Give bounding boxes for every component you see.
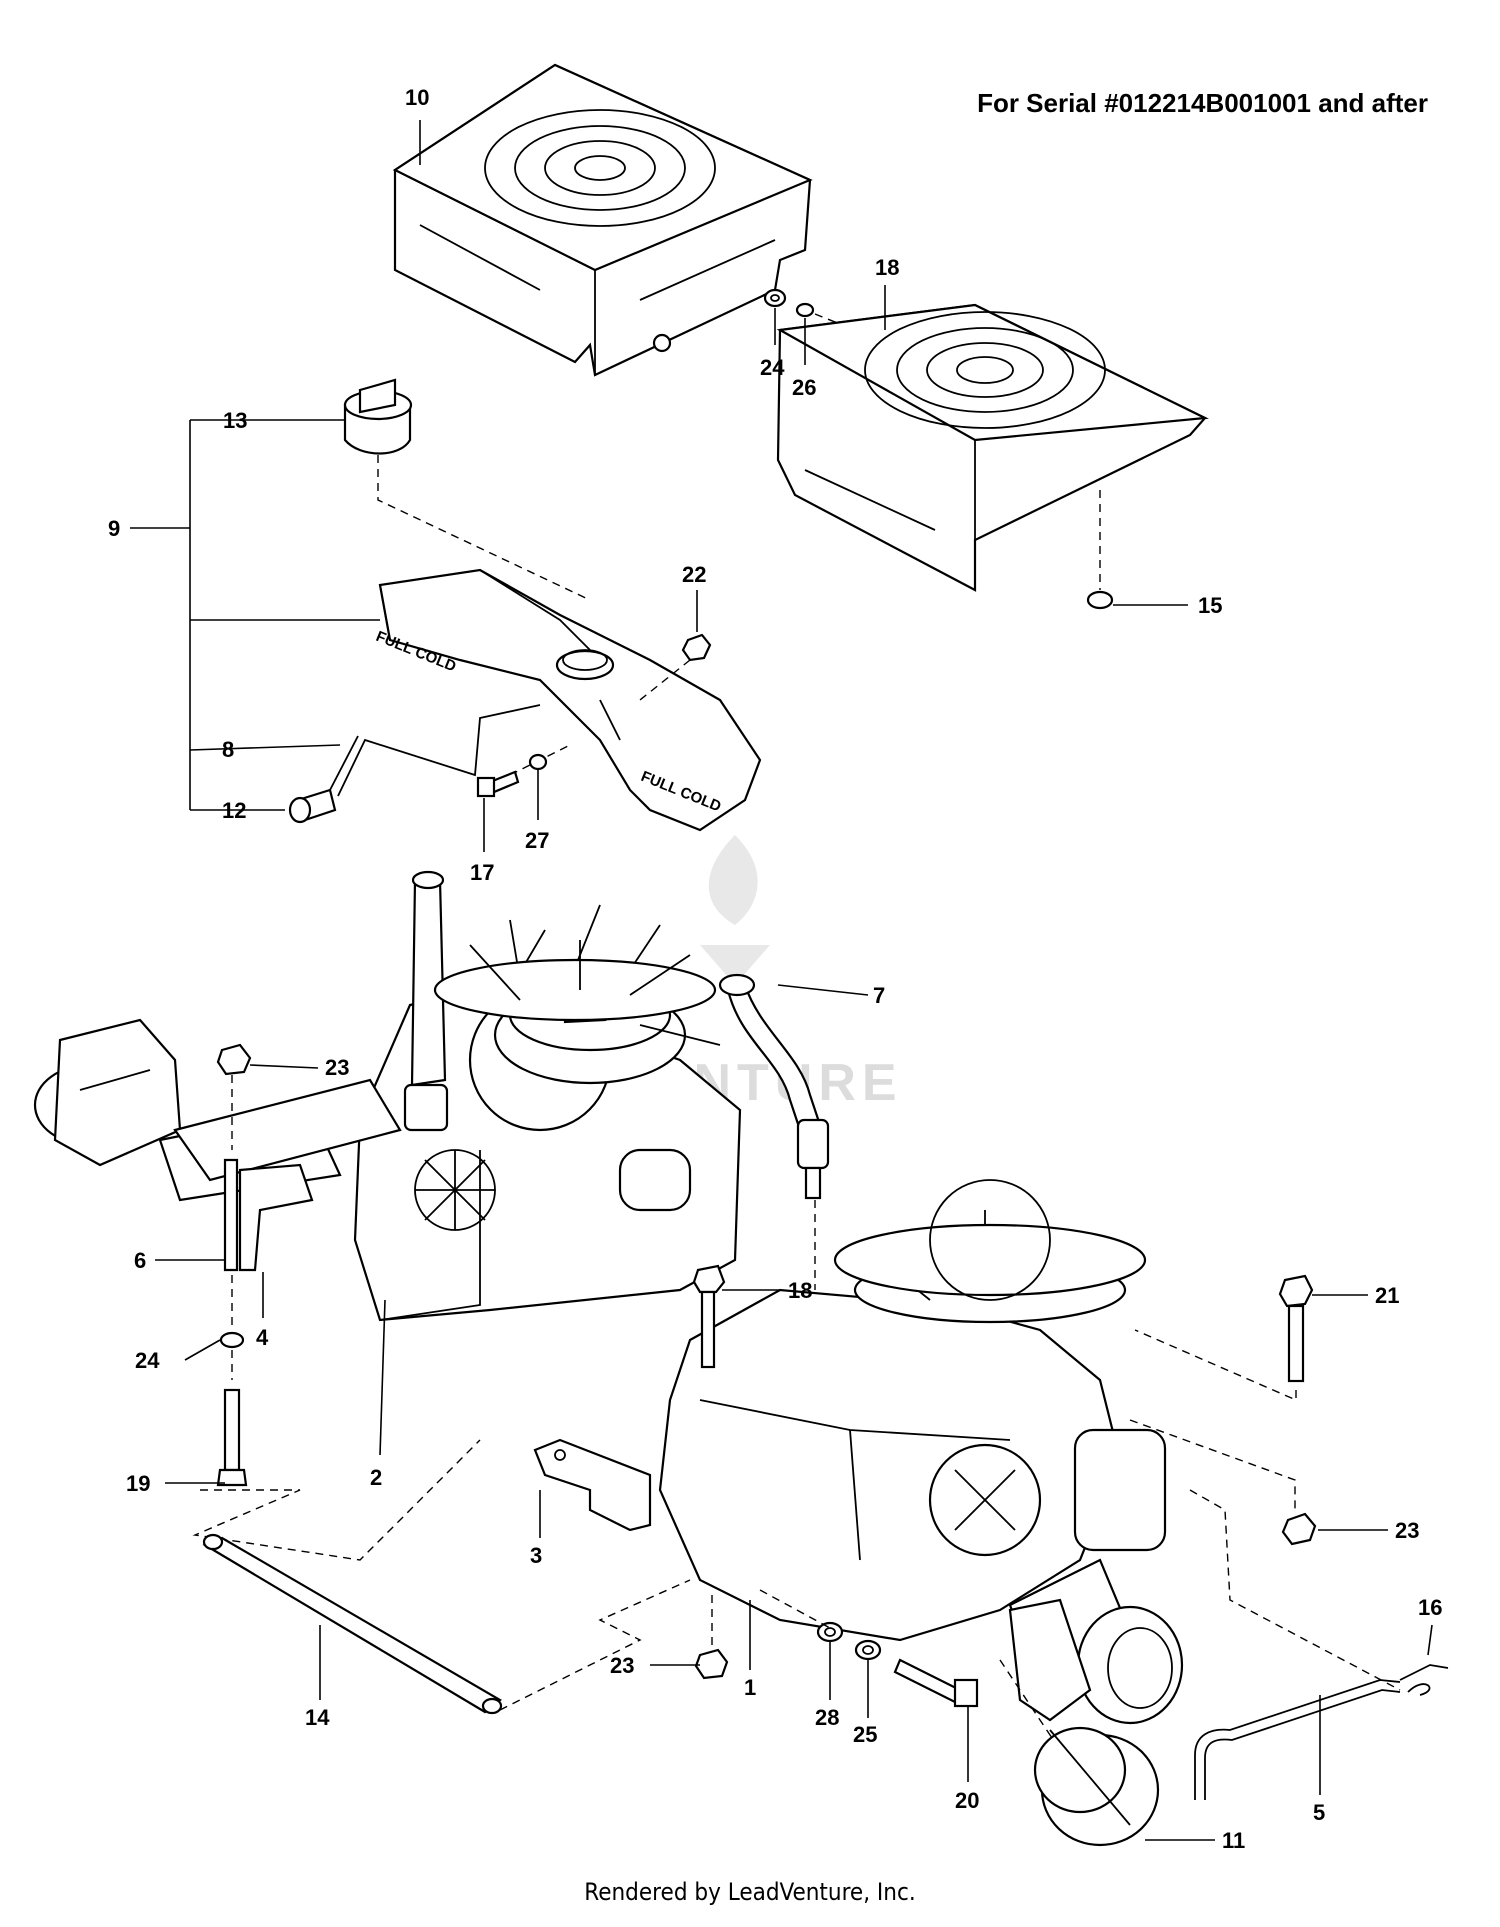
right-axle-hub bbox=[1008, 1558, 1184, 1725]
washer-27 bbox=[528, 753, 548, 771]
callout-labels: 10 18 24 26 13 9 22 15 8 12 17 27 7 23 6… bbox=[108, 85, 1442, 1853]
callout-23-bottom: 23 bbox=[610, 1653, 634, 1678]
washer-28 bbox=[816, 1621, 844, 1643]
left-axle-tube bbox=[173, 1078, 402, 1182]
callout-3: 3 bbox=[530, 1543, 542, 1568]
nut-23-bottom bbox=[694, 1648, 729, 1680]
part-11-oil-filter bbox=[1033, 1726, 1160, 1847]
part-breather-tube bbox=[403, 870, 449, 1132]
part-12-fitting bbox=[288, 788, 337, 824]
serial-note: For Serial #012214B001001 and after bbox=[977, 88, 1428, 118]
callout-12: 12 bbox=[222, 798, 246, 823]
part-10-cooling-shroud bbox=[392, 63, 813, 377]
washer-26 bbox=[795, 302, 815, 318]
washer-24-top bbox=[763, 288, 787, 308]
washer-25 bbox=[854, 1639, 882, 1661]
callout-24-top: 24 bbox=[760, 355, 785, 380]
part-7-hose bbox=[718, 973, 830, 1200]
nut-15 bbox=[1086, 590, 1114, 610]
part-15-shroud bbox=[776, 303, 1209, 592]
callout-9: 9 bbox=[108, 516, 120, 541]
callout-13: 13 bbox=[223, 408, 247, 433]
bolt-20 bbox=[893, 1658, 979, 1708]
callout-21: 21 bbox=[1375, 1283, 1399, 1308]
part-16-clip bbox=[1399, 1664, 1449, 1696]
callout-23-left: 23 bbox=[325, 1055, 349, 1080]
callout-16: 16 bbox=[1418, 1595, 1442, 1620]
callout-10: 10 bbox=[405, 85, 429, 110]
bolt-17 bbox=[476, 770, 520, 798]
part-4-bracket bbox=[238, 1163, 314, 1272]
leader-lines bbox=[130, 120, 1433, 1841]
bolt-18-right bbox=[692, 1264, 726, 1369]
part-3-bracket bbox=[533, 1438, 652, 1532]
callout-23-right: 23 bbox=[1395, 1518, 1419, 1543]
part-5-rod bbox=[1194, 1679, 1401, 1800]
callout-27: 27 bbox=[525, 828, 549, 853]
part-9-reservoir: FULL COLD FULL COLD bbox=[374, 568, 762, 832]
callout-5: 5 bbox=[1313, 1800, 1325, 1825]
nut-23-right bbox=[1281, 1512, 1317, 1546]
callout-20: 20 bbox=[955, 1788, 979, 1813]
callout-18-right: 18 bbox=[788, 1278, 812, 1303]
callout-2: 2 bbox=[370, 1465, 382, 1490]
callout-19: 19 bbox=[126, 1471, 150, 1496]
bolt-21 bbox=[1278, 1274, 1314, 1383]
callout-14: 14 bbox=[305, 1705, 330, 1730]
left-cooling-fan bbox=[433, 940, 717, 1022]
callout-6: 6 bbox=[134, 1248, 146, 1273]
nut-23-left bbox=[216, 1043, 252, 1076]
right-cooling-fan bbox=[833, 1179, 1147, 1301]
callout-15: 15 bbox=[1198, 593, 1222, 618]
nut-22 bbox=[681, 633, 712, 662]
footer-credit: Rendered by LeadVenture, Inc. bbox=[584, 1878, 916, 1906]
callout-26: 26 bbox=[792, 375, 816, 400]
callout-17: 17 bbox=[470, 860, 494, 885]
callout-18-top: 18 bbox=[875, 255, 899, 280]
callout-24-left: 24 bbox=[135, 1348, 160, 1373]
washer-24-left bbox=[219, 1331, 245, 1349]
bolt-19 bbox=[216, 1388, 248, 1487]
part-8-tube bbox=[329, 704, 541, 797]
callout-11: 11 bbox=[1222, 1828, 1245, 1853]
part-13-cap bbox=[343, 378, 413, 455]
callout-4: 4 bbox=[256, 1325, 269, 1350]
callout-22: 22 bbox=[682, 562, 706, 587]
callout-1: 1 bbox=[744, 1675, 756, 1700]
part-14-rod bbox=[202, 1533, 503, 1715]
callout-7: 7 bbox=[873, 983, 885, 1008]
callout-28: 28 bbox=[815, 1705, 839, 1730]
part-6-rod bbox=[223, 1158, 239, 1272]
callout-8: 8 bbox=[222, 737, 234, 762]
callout-25: 25 bbox=[853, 1722, 877, 1747]
